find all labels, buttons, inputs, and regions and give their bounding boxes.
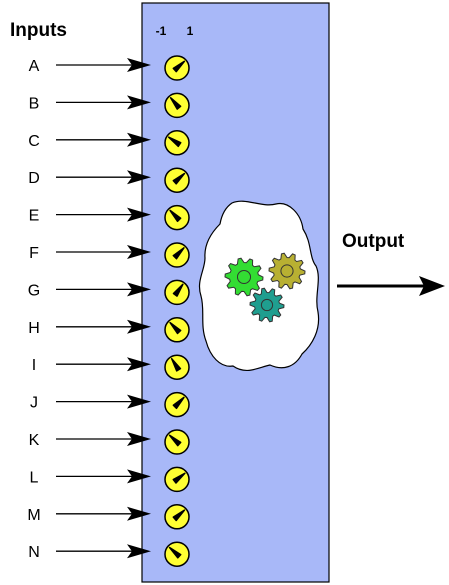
arrow-right-icon	[56, 506, 151, 521]
input-row: N	[28, 541, 190, 567]
input-label: K	[29, 432, 40, 449]
arrow-right-icon	[56, 469, 151, 484]
input-label: C	[28, 133, 40, 150]
input-row: A	[29, 55, 190, 81]
input-label: H	[28, 320, 40, 337]
input-label: L	[30, 469, 39, 486]
input-row: B	[29, 92, 190, 119]
scale-max-label: 1	[187, 24, 194, 38]
weight-knob[interactable]	[164, 242, 190, 268]
gears-icon	[224, 252, 306, 323]
weight-knob[interactable]	[164, 92, 190, 119]
arrow-right-icon	[56, 432, 151, 446]
arrow-right-icon	[56, 58, 151, 72]
input-label: G	[28, 282, 40, 299]
input-label: B	[29, 95, 40, 112]
scale-min-label: -1	[156, 24, 167, 38]
input-label: N	[28, 544, 40, 561]
weight-knob[interactable]	[164, 130, 190, 156]
input-label: A	[29, 58, 40, 75]
input-row: M	[27, 504, 190, 530]
arrow-right-icon	[56, 132, 151, 147]
arrow-right-icon	[56, 282, 151, 297]
weight-knob[interactable]	[164, 55, 190, 81]
arrow-right-icon	[56, 170, 151, 185]
output-label: Output	[342, 231, 405, 252]
weight-knob[interactable]	[164, 466, 190, 493]
weight-knob[interactable]	[164, 504, 190, 530]
input-row: J	[30, 391, 190, 418]
weight-knob[interactable]	[164, 204, 190, 231]
input-rows: A B C D E F G H I J K L M N	[27, 55, 190, 567]
input-row: E	[29, 204, 190, 231]
input-label: F	[29, 245, 39, 262]
weight-knob[interactable]	[164, 541, 190, 567]
input-row: I	[32, 354, 190, 380]
inputs-title: Inputs	[10, 20, 67, 41]
weight-knob[interactable]	[164, 391, 190, 418]
input-row: G	[28, 279, 190, 306]
weight-knob[interactable]	[164, 279, 190, 306]
input-label: J	[30, 395, 38, 412]
arrow-right-icon	[56, 394, 151, 409]
arrow-right-icon	[56, 95, 151, 110]
processing-unit	[198, 200, 320, 372]
input-label: I	[32, 357, 36, 374]
weight-knob[interactable]	[164, 167, 190, 193]
processing-cloud	[198, 200, 320, 372]
input-row: H	[28, 317, 190, 343]
arrow-right-icon	[337, 276, 445, 296]
input-row: C	[28, 130, 190, 156]
input-row: K	[29, 429, 190, 455]
arrow-right-icon	[56, 319, 151, 334]
arrow-right-icon	[56, 245, 151, 259]
teal-gear-icon	[249, 287, 285, 323]
arrow-right-icon	[56, 544, 151, 559]
weight-knob[interactable]	[164, 317, 190, 343]
arrow-right-icon	[56, 357, 151, 372]
input-row: D	[28, 167, 190, 193]
weight-knob[interactable]	[164, 429, 190, 455]
input-row: L	[30, 466, 190, 493]
olive-gear-icon	[268, 252, 306, 290]
input-row: F	[29, 242, 190, 268]
weight-knob[interactable]	[164, 354, 190, 380]
input-label: M	[27, 507, 40, 524]
green-gear-icon	[224, 257, 264, 297]
input-label: D	[28, 170, 40, 187]
arrow-right-icon	[56, 207, 151, 222]
input-label: E	[29, 208, 40, 225]
